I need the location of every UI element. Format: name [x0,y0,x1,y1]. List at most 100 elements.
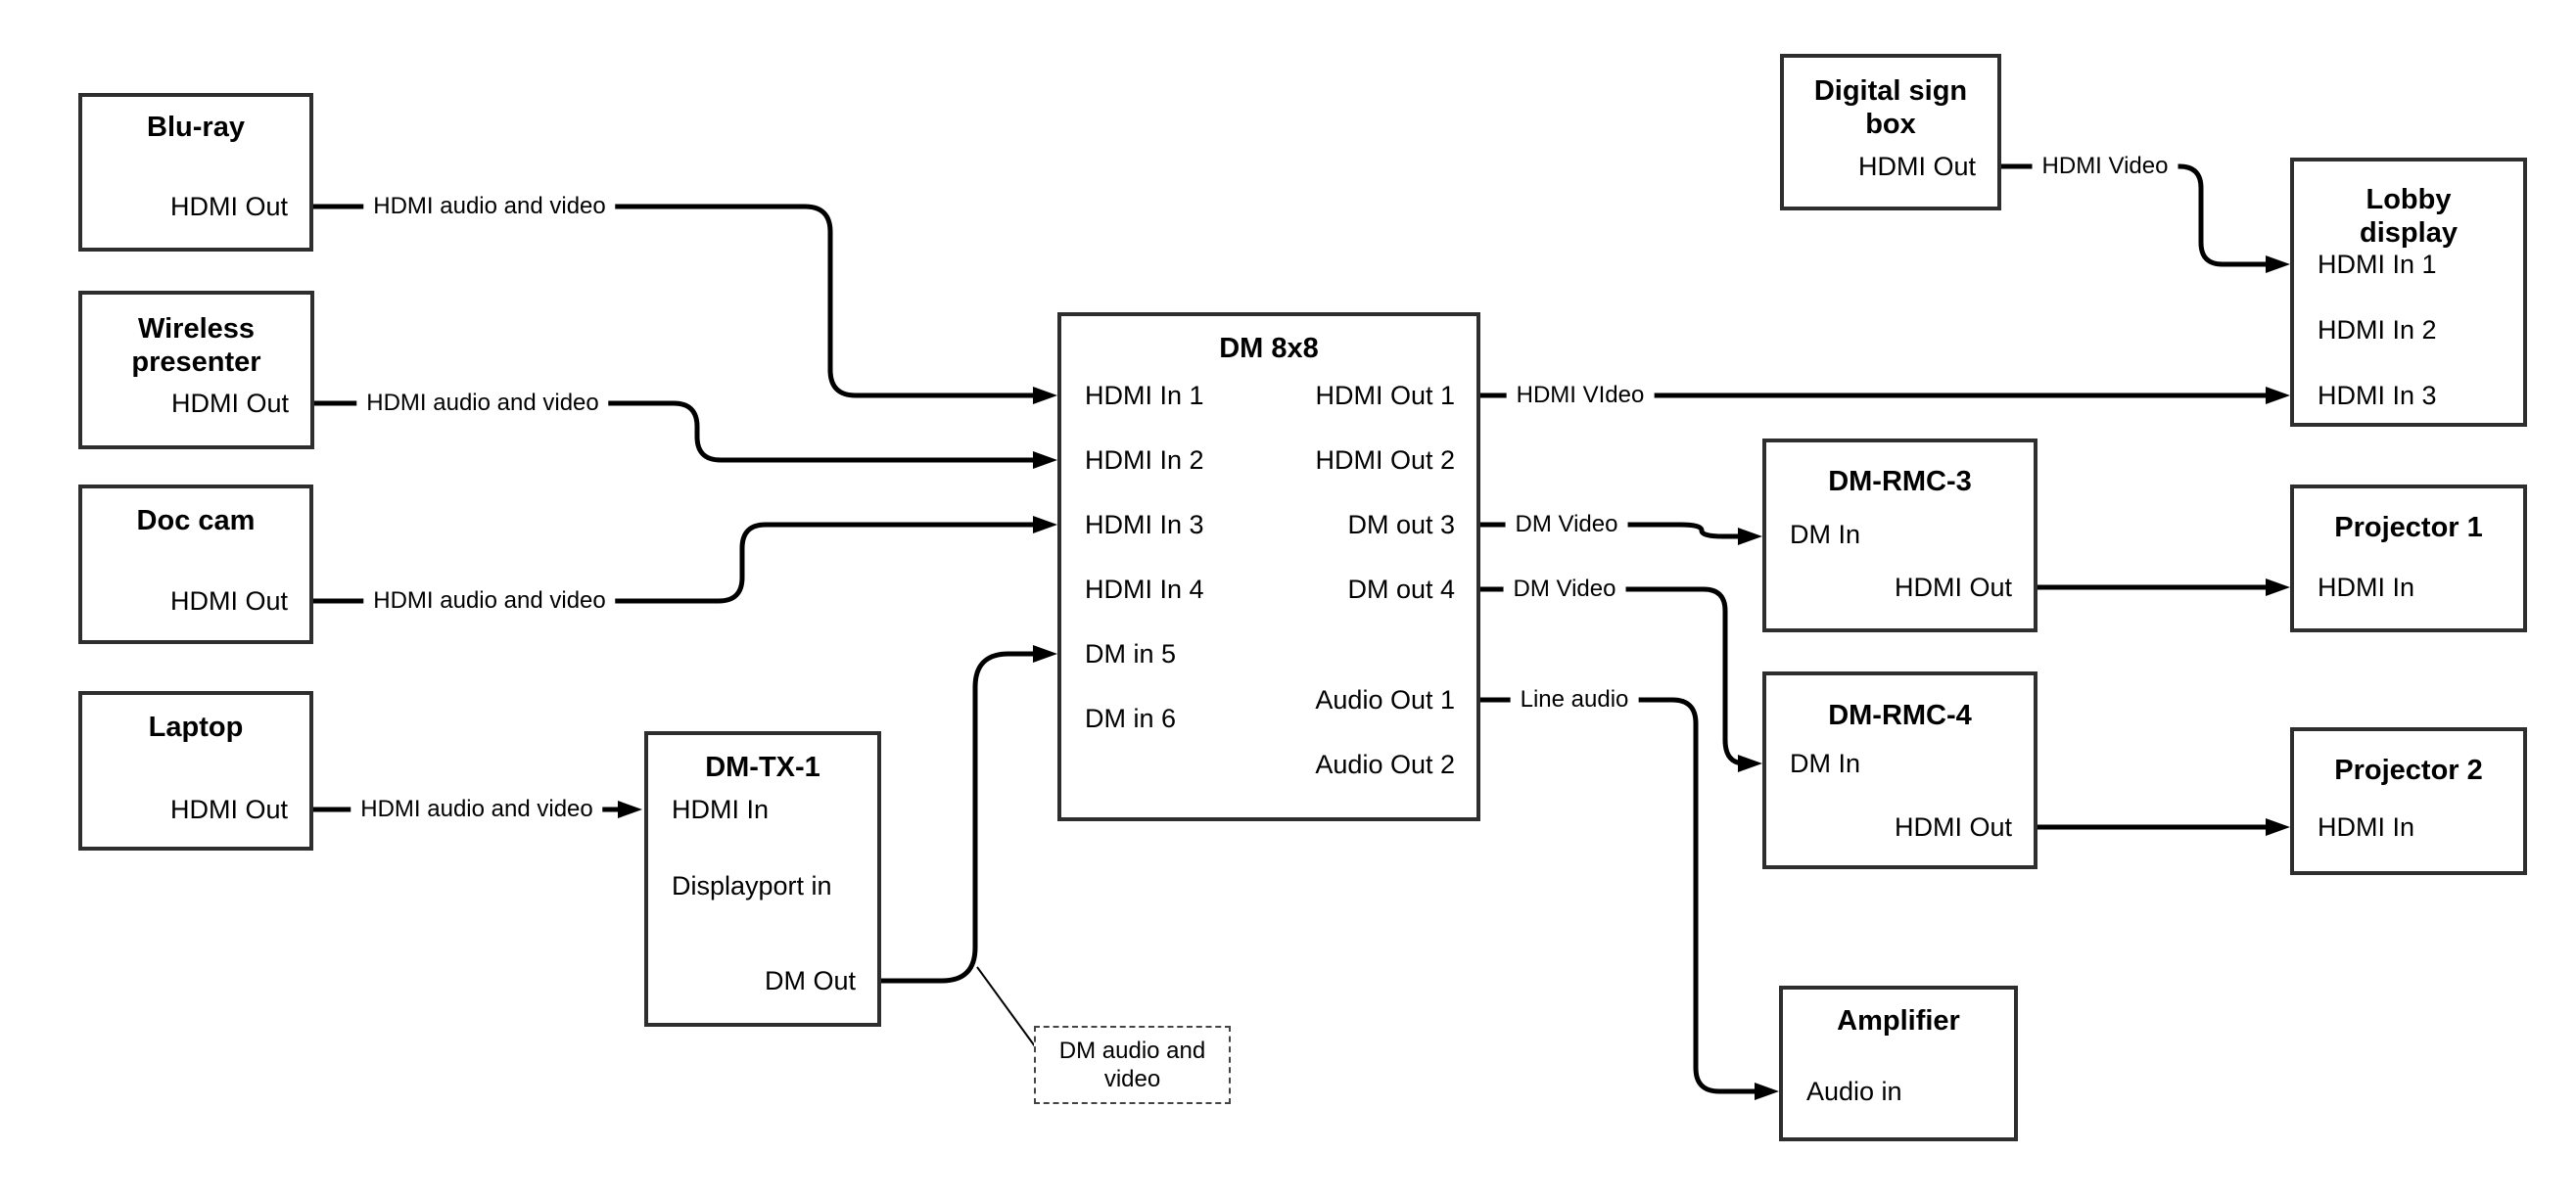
wire-label-digitalsign-to-lobby: HDMI Video [2032,153,2178,180]
port-dm8x8-hdmi-in-3: HDMI In 3 [1085,510,1204,539]
node-dmrmc3: DM-RMC-3 DM In HDMI Out [1762,439,2037,632]
wire-label-dm8x8-to-dmrmc3: DM Video [1505,511,1628,538]
node-title-dmrmc4: DM-RMC-4 [1766,699,2034,732]
node-title-line: Amplifier [1837,1005,1960,1037]
port-doccam-hdmi-out: HDMI Out [169,586,288,616]
node-title-line: Projector 2 [2334,755,2483,786]
port-digitalsign-hdmi-out: HDMI Out [1857,152,1976,181]
port-dm8x8-dm-in-6: DM in 6 [1085,704,1177,733]
port-lobby-hdmi-in-3: HDMI In 3 [2318,381,2437,410]
port-lobby-hdmi-in-1: HDMI In 1 [2318,250,2437,279]
node-title-line: DM 8x8 [1219,333,1319,364]
node-title-dm8x8: DM 8x8 [1061,332,1476,365]
arrowhead-dm8x8-to-amplifier [1755,1083,1779,1100]
node-dmrmc4: DM-RMC-4 DM In HDMI Out [1762,671,2037,869]
wire-wireless-to-dm8x8 [313,400,1040,463]
node-title-proj2: Projector 2 [2294,754,2523,787]
wire-label-dm8x8-to-dmrmc4: DM Video [1503,576,1626,603]
port-dm8x8-dm-out-4: DM out 4 [1347,575,1455,604]
port-dm8x8-dm-in-5: DM in 5 [1085,639,1177,669]
port-dmrmc3-dm-in: DM In [1790,520,1861,549]
port-dm8x8-audio-out-2: Audio Out 2 [1315,750,1455,779]
node-title-line: DM-RMC-3 [1828,466,1972,497]
note-line: DM audio and [1058,1038,1206,1064]
wire-label-laptop-to-dmtx1: HDMI audio and video [351,796,603,823]
node-title-line: display [2360,217,2458,249]
port-dmrmc4-hdmi-out: HDMI Out [1894,812,2012,842]
port-dm8x8-hdmi-in-1: HDMI In 1 [1085,381,1204,410]
arrowhead-digitalsign-to-lobby [2266,255,2290,273]
arrowhead-dmtx1-to-dm8x8 [1033,645,1057,663]
port-lobby-hdmi-in-2: HDMI In 2 [2318,315,2437,345]
arrowhead-bluray-to-dm8x8 [1033,387,1057,404]
arrowhead-dmrmc4-to-proj2 [2266,818,2290,836]
node-title-bluray: Blu-ray [82,111,309,144]
node-title-line: box [1865,109,1916,140]
port-dm8x8-hdmi-in-4: HDMI In 4 [1085,575,1204,604]
node-title-laptop: Laptop [82,711,309,744]
wire-label-dm8x8-to-amplifier: Line audio [1510,686,1639,714]
note-leader-line [976,966,1036,1047]
port-amplifier-audio-in: Audio in [1806,1077,1902,1106]
arrowhead-dm8x8-to-dmrmc3 [1738,528,1762,545]
node-title-line: Digital sign [1813,75,1968,107]
port-dmtx1-hdmi-in: HDMI In [672,795,770,824]
port-dmrmc3-hdmi-out: HDMI Out [1894,573,2012,602]
arrowhead-doccam-to-dm8x8 [1033,516,1057,533]
node-title-line: presenter [131,346,261,378]
node-title-line: Wireless [137,313,256,345]
node-proj2: Projector 2 HDMI In [2290,727,2527,875]
node-title-line: Projector 1 [2334,512,2483,543]
wire-digitalsign-to-lobby [2001,163,2272,267]
port-dm8x8-audio-out-1: Audio Out 1 [1315,685,1455,715]
port-dmrmc4-dm-in: DM In [1790,749,1861,778]
arrowhead-wireless-to-dm8x8 [1033,451,1057,469]
node-title-amplifier: Amplifier [1783,1004,2014,1038]
wire-dm8x8-to-dmrmc3 [1480,522,1745,539]
port-proj1-hdmi-in: HDMI In [2318,573,2415,602]
wire-dm8x8-to-dmrmc4 [1480,586,1746,766]
port-laptop-hdmi-out: HDMI Out [169,795,288,824]
node-title-line: Laptop [148,712,244,743]
node-proj1: Projector 1 HDMI In [2290,485,2527,632]
wire-label-dm8x8-to-lobby: HDMI VIdeo [1506,382,1655,409]
port-dm8x8-hdmi-in-2: HDMI In 2 [1085,445,1204,475]
port-wireless-hdmi-out: HDMI Out [170,389,289,418]
node-title-doccam: Doc cam [82,504,309,537]
wire-bluray-to-dm8x8 [313,204,1040,398]
node-title-line: DM-TX-1 [705,752,820,783]
node-title-line: Blu-ray [147,112,245,143]
node-title-line: Lobby [2365,184,2452,215]
port-proj2-hdmi-in: HDMI In [2318,812,2415,842]
arrowhead-dm8x8-to-dmrmc4 [1738,755,1762,772]
port-dmtx1-displayport-in: Displayport in [672,871,832,901]
note-line: video [1103,1066,1161,1092]
port-dm8x8-hdmi-out-2: HDMI Out 2 [1315,445,1455,475]
port-dm8x8-dm-out-3: DM out 3 [1347,510,1455,539]
node-title-line: Doc cam [136,505,256,536]
wire-label-doccam-to-dm8x8: HDMI audio and video [363,587,616,615]
wire-doccam-to-dm8x8 [313,522,1040,604]
port-dmtx1-dm-out: DM Out [764,966,856,995]
node-title-proj1: Projector 1 [2294,511,2523,544]
wire-dmtx1-to-dm8x8 [881,651,1040,984]
port-bluray-hdmi-out: HDMI Out [169,192,288,221]
arrowhead-laptop-to-dmtx1 [618,801,642,818]
port-dm8x8-hdmi-out-1: HDMI Out 1 [1315,381,1455,410]
arrowhead-dm8x8-to-lobby [2266,387,2290,404]
node-title-dmtx1: DM-TX-1 [648,751,877,784]
node-title-dmrmc3: DM-RMC-3 [1766,465,2034,498]
